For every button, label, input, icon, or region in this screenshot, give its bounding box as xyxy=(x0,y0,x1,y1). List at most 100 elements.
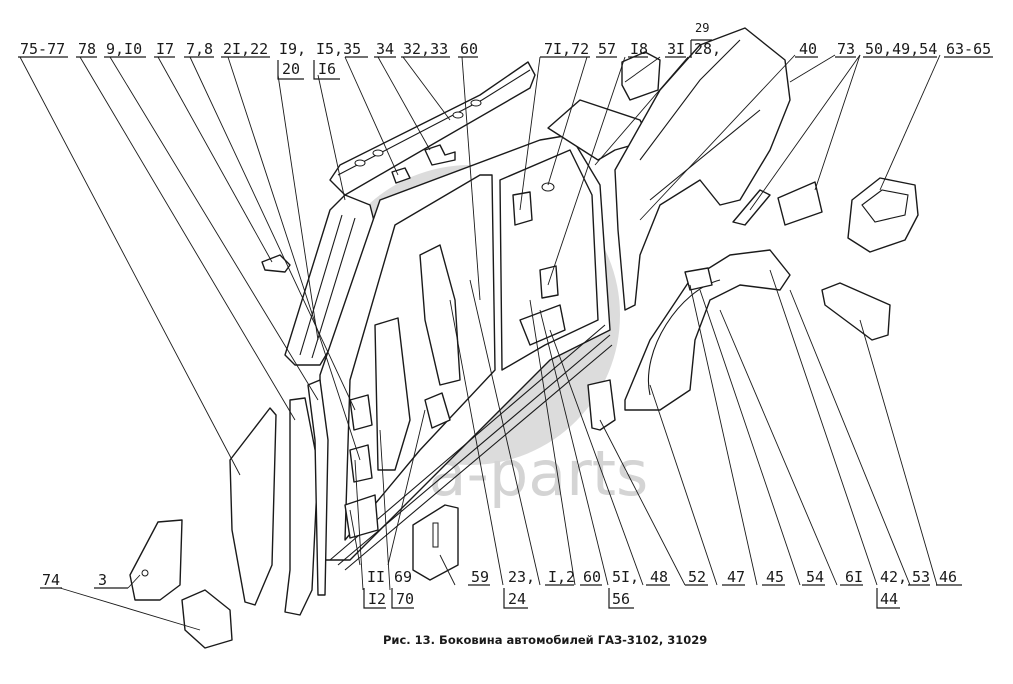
callout-75-77: 75-77 xyxy=(18,40,68,58)
svg-text:7,8: 7,8 xyxy=(186,40,213,58)
svg-text:3: 3 xyxy=(98,571,107,589)
svg-text:74: 74 xyxy=(42,571,60,589)
svg-text:48: 48 xyxy=(650,568,668,586)
svg-text:52: 52 xyxy=(688,568,706,586)
leader-19-20 xyxy=(277,74,319,341)
svg-text:II: II xyxy=(367,568,385,586)
callout-3: 3 xyxy=(94,571,128,589)
svg-text:6I: 6I xyxy=(845,568,863,586)
callout-46: 46 xyxy=(936,568,962,586)
leader-52 xyxy=(599,419,686,586)
svg-text:69: 69 xyxy=(394,568,412,586)
leader-23 xyxy=(449,299,504,586)
leader-60-bottom xyxy=(529,299,576,586)
callout-42-44: 42, 44 xyxy=(876,568,907,609)
svg-text:75-77: 75-77 xyxy=(20,40,65,58)
callout-19-20: I9, 20 xyxy=(277,40,306,80)
leader-69 xyxy=(387,409,426,566)
part-bracket-50 xyxy=(777,181,823,226)
leader-15-16 xyxy=(317,74,346,201)
part-hinge-upper xyxy=(349,394,373,431)
leader-42 xyxy=(769,269,878,586)
callout-54: 54 xyxy=(802,568,825,586)
leader-74 xyxy=(59,587,201,631)
leader-78 xyxy=(79,56,296,421)
part-b-pillar-inner xyxy=(374,317,411,471)
leader-70 xyxy=(379,429,391,591)
part-tail-lamp-housing xyxy=(847,177,919,253)
svg-text:9,I0: 9,I0 xyxy=(106,40,142,58)
leader-75-77 xyxy=(19,56,241,476)
part-bracket-34 xyxy=(424,144,456,166)
svg-text:2I,22: 2I,22 xyxy=(223,40,268,58)
callout-15-35: I5,35 I6 xyxy=(313,40,368,80)
leader-28 xyxy=(594,56,689,166)
part-pillar-strip-9 xyxy=(307,379,329,596)
part-bracket-3 xyxy=(129,519,183,601)
callout-32-33: 32,33 xyxy=(401,40,450,58)
leader-61 xyxy=(719,309,838,586)
part-fuel-door-housing-18 xyxy=(621,51,661,101)
roof-rail-hole xyxy=(372,149,384,157)
callout-74: 74 xyxy=(40,571,62,589)
leader-11 xyxy=(349,509,361,566)
part-arch-bracket-45 xyxy=(684,267,713,291)
callout-59: 59 xyxy=(468,568,490,586)
boxed-sub-24: 24 xyxy=(508,590,526,608)
leader-73 xyxy=(789,54,836,83)
callout-78: 78 xyxy=(76,40,97,58)
leader-34 xyxy=(377,56,431,151)
svg-text:63-65: 63-65 xyxy=(946,40,991,58)
svg-text:53: 53 xyxy=(912,568,930,586)
callout-63-65: 63-65 xyxy=(944,40,993,58)
callout-1-2: I,2 xyxy=(545,568,575,586)
leader-51 xyxy=(539,309,609,586)
svg-text:I7: I7 xyxy=(156,40,174,58)
leader-31 xyxy=(624,56,661,83)
leader-40 xyxy=(639,54,796,221)
leader-1-2 xyxy=(469,279,541,586)
leader-3 xyxy=(127,574,141,589)
roof-rail-hole xyxy=(354,159,366,167)
part-rear-door-opening xyxy=(499,149,599,371)
callout-52: 52 xyxy=(685,568,708,586)
leader-71-72 xyxy=(519,56,541,211)
leader-lines xyxy=(19,54,941,631)
leader-18 xyxy=(547,56,626,286)
callout-9-10: 9,I0 xyxy=(104,40,146,58)
boxed-sub-44: 44 xyxy=(880,590,898,608)
leader-21-22 xyxy=(227,56,361,461)
svg-text:I9,: I9, xyxy=(279,40,306,58)
callout-50-49-54: 50,49,54 xyxy=(863,40,937,58)
svg-text:5I,: 5I, xyxy=(612,568,639,586)
parts xyxy=(129,27,919,649)
callouts-top: 75-77 78 9,I0 I7 7,8 2I,22 I9, 20 I5,35 … xyxy=(18,21,993,80)
callout-45: 45 xyxy=(762,568,785,586)
leader-60-top xyxy=(461,56,481,301)
callout-7-8: 7,8 xyxy=(184,40,214,58)
leader-32-33 xyxy=(402,56,451,121)
part-pillar-reinforcement-78 xyxy=(284,397,319,616)
part-arch-reinforcement-46 xyxy=(821,282,891,341)
svg-text:I,2: I,2 xyxy=(548,568,575,586)
part-clip-17 xyxy=(261,254,291,273)
part-hinge-lower xyxy=(349,444,373,483)
part-rear-quarter-panel xyxy=(614,27,791,311)
leader-59 xyxy=(439,554,456,586)
callout-17: I7 xyxy=(154,40,175,58)
leader-53 xyxy=(789,289,911,586)
callout-57: 57 xyxy=(596,40,617,58)
svg-text:I5,35: I5,35 xyxy=(316,40,361,58)
callouts-bottom: 74 3 II I2 69 70 59 23, 24 I,2 60 5I, 56… xyxy=(40,568,962,609)
callout-60-top: 60 xyxy=(458,40,478,58)
svg-text:47: 47 xyxy=(727,568,745,586)
callout-61: 6I xyxy=(840,568,863,586)
bracket-3-hole xyxy=(141,569,149,577)
svg-text:40: 40 xyxy=(799,40,817,58)
callout-51-56: 5I, 56 xyxy=(608,568,639,609)
leader-46 xyxy=(859,319,938,586)
svg-text:23,: 23, xyxy=(508,568,535,586)
svg-text:60: 60 xyxy=(583,568,601,586)
callout-71-72: 7I,72 xyxy=(540,40,590,58)
svg-text:32,33: 32,33 xyxy=(403,40,448,58)
